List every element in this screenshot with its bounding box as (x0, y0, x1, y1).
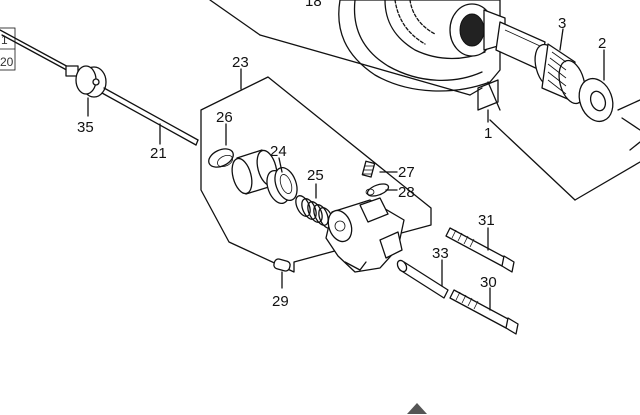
callout-21: 21 (150, 145, 167, 162)
callout-labels: 18 3 2 1 23 35 21 26 24 25 27 28 31 33 3… (77, 0, 606, 310)
callout-24: 24 (270, 143, 287, 160)
part-26-o-ring (208, 148, 234, 168)
callout-25: 25 (307, 167, 324, 184)
part-30-bolt (449, 289, 519, 335)
triangle-up-icon[interactable] (406, 402, 428, 415)
part-21-rod (101, 87, 199, 146)
callout-30: 30 (480, 274, 497, 291)
shift-rod (0, 29, 75, 75)
callout-1: 1 (484, 125, 492, 142)
callout-27: 27 (398, 164, 415, 181)
cropped-label-box: 1 20 (0, 27, 16, 71)
part-33-pin (396, 259, 449, 299)
callout-28: 28 (398, 184, 415, 201)
drum-frame (209, 0, 640, 201)
part-35-collar (65, 65, 107, 98)
part-28-cap (365, 183, 390, 197)
callout-35: 35 (77, 119, 94, 136)
part-27-bleed-screw (361, 160, 376, 178)
callout-2: 2 (598, 35, 606, 52)
callout-33: 33 (432, 245, 449, 262)
part-1-tag (477, 79, 499, 123)
callout-26: 26 (216, 109, 233, 126)
part-31-bolt (445, 227, 515, 273)
callout-29: 29 (272, 293, 289, 310)
part-24-seal (266, 167, 298, 204)
part-29-dowel (273, 258, 291, 272)
part-3-needle-bearing (534, 43, 586, 105)
crankcase-edge (617, 99, 640, 151)
callout-18: 18 (305, 0, 322, 10)
callout-31: 31 (478, 212, 495, 229)
clutch-drum (338, 0, 506, 92)
slave-cylinder-body (325, 197, 405, 273)
leader-lines (87, 28, 605, 311)
callout-3: 3 (558, 15, 566, 32)
callout-23: 23 (232, 54, 249, 71)
part-2-washer (578, 77, 614, 123)
part-23-group-outline (200, 76, 432, 273)
edge-fragment-top: 1 (1, 33, 8, 47)
edge-fragment-bottom: 20 (0, 55, 14, 69)
